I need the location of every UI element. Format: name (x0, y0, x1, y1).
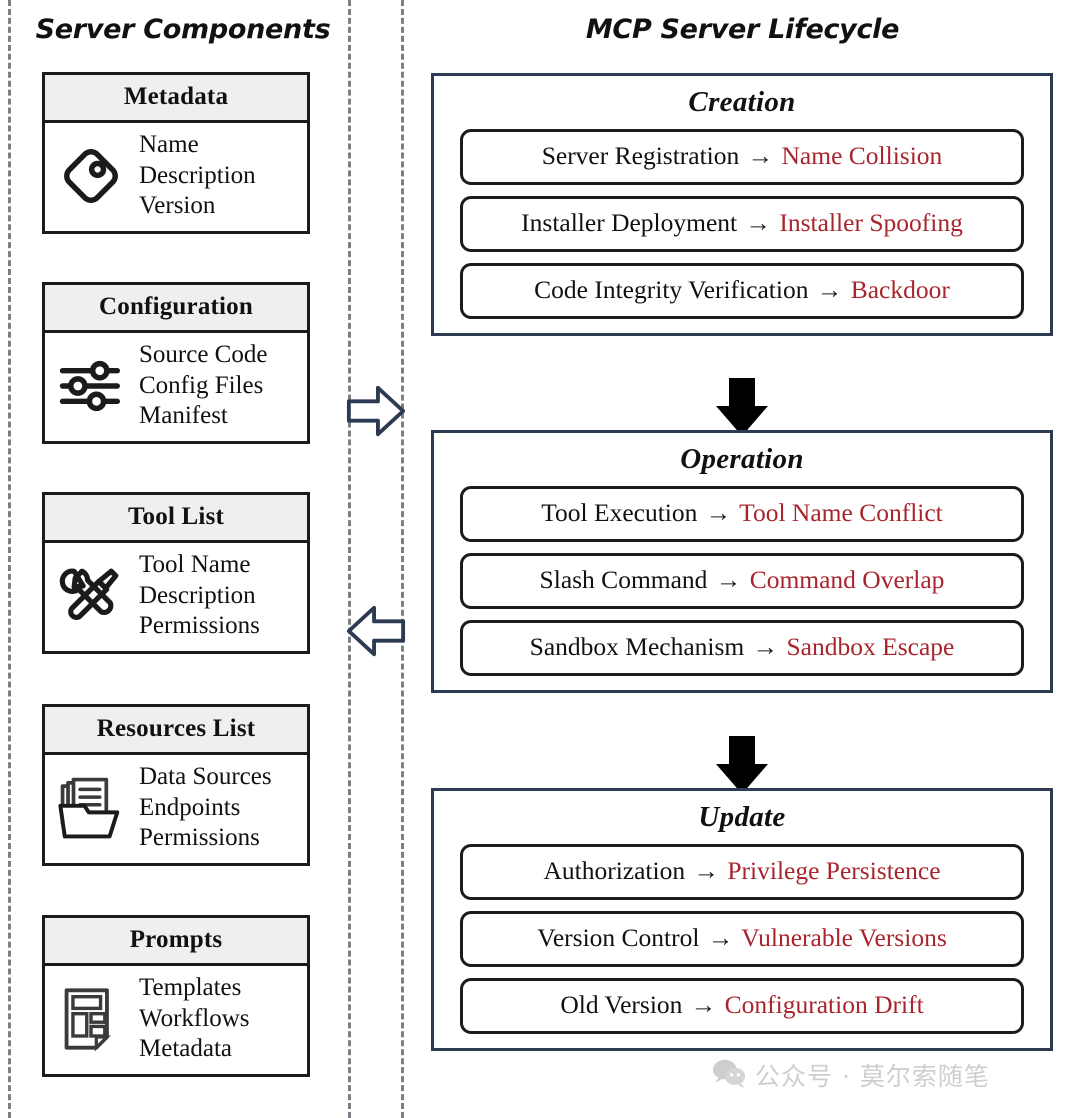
component-card-prompts[interactable]: Prompts Templates Workflows Metadata (42, 915, 310, 1077)
arrow-down-solid-icon (707, 736, 777, 794)
dashed-separator-middle-right (401, 0, 404, 1118)
component-card-header: Configuration (45, 285, 307, 333)
right-arrow-glyph: → (693, 856, 719, 885)
risk-row[interactable]: Code Integrity Verification → Backdoor (460, 263, 1024, 319)
risk-label: Command Overlap (749, 565, 945, 594)
risk-row[interactable]: Tool Execution → Tool Name Conflict (460, 486, 1024, 542)
right-arrow-glyph: → (816, 275, 843, 304)
lifecycle-phase-operation: Operation Tool Execution → Tool Name Con… (431, 430, 1053, 693)
folder-documents-icon (53, 770, 129, 846)
risk-label: Configuration Drift (724, 990, 924, 1019)
risk-row[interactable]: Installer Deployment → Installer Spoofin… (460, 196, 1024, 252)
risk-row[interactable]: Version Control → Vulnerable Versions (460, 911, 1024, 967)
phase-title: Operation (680, 443, 804, 475)
component-card-items: Source Code Config Files Manifest (137, 340, 267, 432)
risk-row[interactable]: Old Version → Configuration Drift (460, 978, 1024, 1034)
right-arrow-glyph: → (747, 141, 774, 170)
component-card-items: Name Description Version (137, 130, 256, 222)
risk-stage: Version Control (537, 923, 700, 952)
phase-title: Update (698, 801, 786, 833)
arrow-right-outline-icon (345, 380, 407, 442)
right-arrow-glyph: → (752, 632, 779, 661)
risk-label: Name Collision (781, 141, 943, 170)
risk-label: Sandbox Escape (786, 632, 955, 661)
right-arrow-glyph: → (690, 990, 717, 1019)
risk-label: Vulnerable Versions (741, 923, 947, 952)
dashed-separator-middle-left (348, 0, 351, 1118)
risk-label: Installer Spoofing (779, 208, 963, 237)
component-card-header: Metadata (45, 75, 307, 123)
component-item: Version (139, 192, 216, 219)
mcp-server-lifecycle-panel: MCP Server Lifecycle Creation Server Reg… (405, 0, 1080, 1118)
component-card-body: Name Description Version (45, 123, 307, 231)
component-card-items: Templates Workflows Metadata (137, 973, 249, 1065)
component-card-header: Tool List (45, 495, 307, 543)
mcp-server-lifecycle-title: MCP Server Lifecycle (585, 14, 900, 45)
sliders-icon (53, 348, 129, 424)
component-card-items: Tool Name Description Permissions (137, 550, 260, 642)
component-card-body: Source Code Config Files Manifest (45, 333, 307, 441)
component-item: Description (139, 581, 256, 609)
server-components-title: Server Components (35, 14, 331, 45)
component-card-body: Data Sources Endpoints Permissions (45, 755, 307, 863)
risk-stage: Old Version (560, 990, 683, 1019)
component-item: Templates (139, 974, 242, 1001)
component-card-items: Data Sources Endpoints Permissions (137, 762, 272, 854)
tools-icon (53, 558, 129, 634)
phase-title: Creation (688, 86, 796, 118)
risk-label: Backdoor (850, 275, 950, 304)
arrow-left-outline-icon (345, 600, 407, 662)
risk-label: Privilege Persistence (727, 856, 941, 885)
risk-row[interactable]: Authorization → Privilege Persistence (460, 844, 1024, 900)
lifecycle-phase-creation: Creation Server Registration → Name Coll… (431, 73, 1053, 336)
component-card-body: Templates Workflows Metadata (45, 966, 307, 1074)
risk-stage: Installer Deployment (521, 208, 738, 237)
component-item: Metadata (139, 1035, 233, 1062)
component-item: Description (139, 161, 256, 189)
risk-row[interactable]: Slash Command → Command Overlap (460, 553, 1024, 609)
component-item: Config Files (139, 371, 264, 399)
component-item: Manifest (139, 402, 228, 429)
risk-row[interactable]: Server Registration → Name Collision (460, 129, 1024, 185)
component-card-metadata[interactable]: Metadata Name Description Version (42, 72, 310, 234)
component-card-resources-list[interactable]: Resources List (42, 704, 310, 866)
component-card-tool-list[interactable]: Tool List Tool Name Description Permissi… (42, 492, 310, 654)
server-components-panel: Server Components Metadata Name Descript… (28, 0, 338, 1118)
risk-stage: Authorization (543, 856, 686, 885)
risk-stage: Code Integrity Verification (534, 275, 809, 304)
page-layout-icon (53, 981, 129, 1057)
component-item: Workflows (139, 1004, 250, 1032)
component-item: Endpoints (139, 793, 241, 821)
component-item: Name (139, 131, 199, 158)
component-card-body: Tool Name Description Permissions (45, 543, 307, 651)
right-arrow-glyph: → (715, 565, 742, 594)
risk-stage: Server Registration (541, 141, 740, 170)
right-arrow-glyph: → (707, 923, 734, 952)
component-item: Permissions (139, 824, 260, 851)
lifecycle-phase-update: Update Authorization → Privilege Persist… (431, 788, 1053, 1051)
right-arrow-glyph: → (705, 498, 732, 527)
component-item: Permissions (139, 612, 260, 639)
component-card-configuration[interactable]: Configuration Source Code Config Files (42, 282, 310, 444)
component-item: Data Sources (139, 763, 272, 790)
component-item: Source Code (139, 341, 268, 368)
risk-stage: Slash Command (539, 565, 708, 594)
risk-label: Tool Name Conflict (739, 498, 943, 527)
risk-stage: Sandbox Mechanism (529, 632, 745, 661)
component-card-header: Resources List (45, 707, 307, 755)
arrow-down-solid-icon (707, 378, 777, 436)
risk-row[interactable]: Sandbox Mechanism → Sandbox Escape (460, 620, 1024, 676)
component-item: Tool Name (139, 551, 251, 578)
component-card-header: Prompts (45, 918, 307, 966)
dashed-separator-left (8, 0, 11, 1118)
right-arrow-glyph: → (745, 208, 772, 237)
tag-icon (53, 138, 129, 214)
risk-stage: Tool Execution (541, 498, 698, 527)
